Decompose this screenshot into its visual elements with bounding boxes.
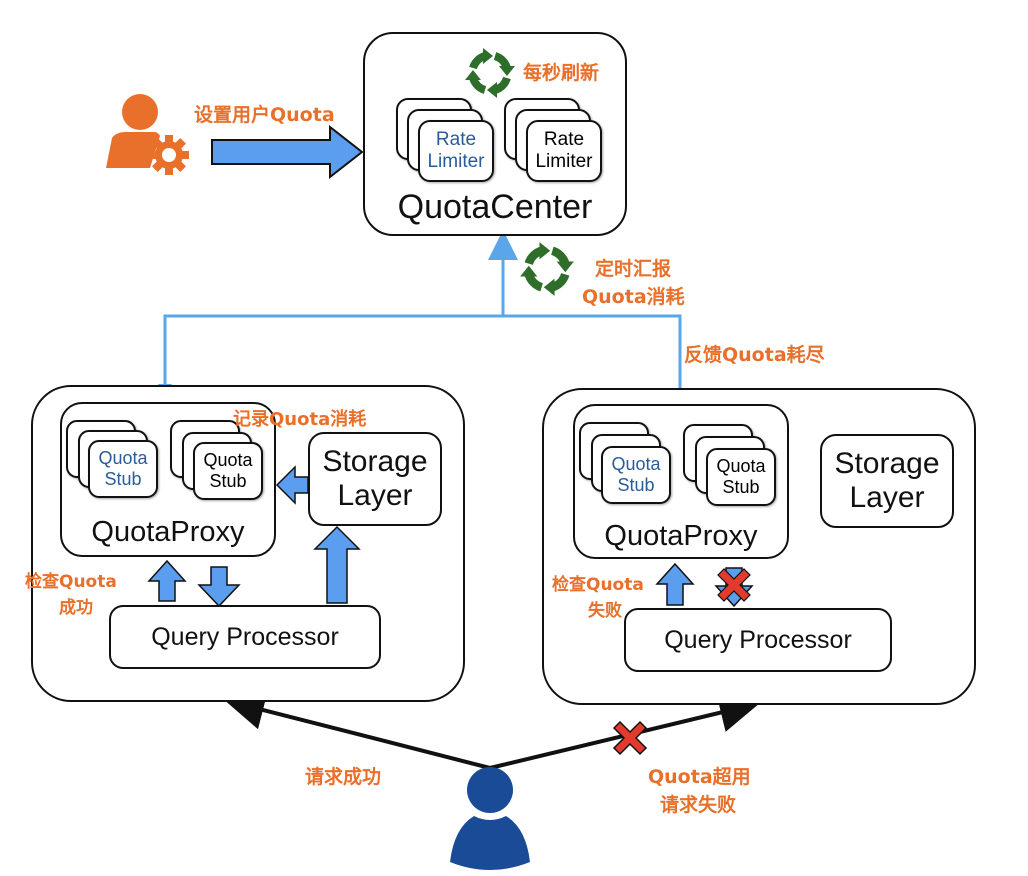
quota-stub-line2: Stub [209,471,247,491]
right-quota-proxy-box: Quota Stub Quota Stub QuotaProxy [573,404,789,559]
set-quota-label: 设置用户Quota [194,104,335,126]
quota-center-title: QuotaCenter [397,188,593,226]
refresh-icon [465,48,515,98]
set-quota-arrow [211,124,364,180]
check-quota-label-line2: 成功 [59,598,93,618]
left-quota-proxy-title: QuotaProxy [91,516,245,548]
rate-limiter-line2: Limiter [427,151,485,172]
left-query-processor-box[interactable]: Query Processor [109,605,381,669]
rate-limiter-card[interactable]: Rate Limiter [418,120,494,182]
client-user-icon [450,767,530,870]
request-fail-line [489,693,760,770]
refresh-per-second-label: 每秒刷新 [523,62,600,84]
check-up-arrow [655,562,695,606]
quota-stub-line2: Stub [722,477,760,497]
storage-up-arrow [313,525,361,604]
check-quota-label-line1: 检查Quota [25,572,117,592]
admin-user-gear-icon [106,94,189,175]
right-query-processor-box[interactable]: Query Processor [624,608,892,672]
storage-line2: Layer [337,479,413,512]
rate-limiter-line2: Limiter [535,151,593,172]
rate-limiter-line1: Rate [543,129,585,151]
record-consumption-label: 记录Quota消耗 [233,409,367,430]
check-quota-label-line2: 失败 [588,601,622,621]
report-label-line1: 定时汇报 [595,258,672,280]
quota-overuse-label: Quota超用 [648,766,751,788]
request-failed-label: 请求失败 [660,794,737,816]
quota-stub-card[interactable]: Quota Stub [601,446,671,504]
quota-stub-line1: Quota [611,454,661,475]
quota-stub-card[interactable]: Quota Stub [193,442,263,500]
query-processor-label: Query Processor [151,622,339,651]
quota-stub-line2: Stub [104,469,142,489]
right-node-arrows [655,562,754,608]
quota-stub-line2: Stub [617,475,655,495]
feedback-exhausted-label: 反馈Quota耗尽 [684,344,825,366]
right-storage-layer-box[interactable]: Storage Layer [820,434,954,528]
blocked-x-icon [717,568,751,602]
quota-stub-line1: Quota [203,450,253,471]
storage-to-proxy-arrow [275,465,309,505]
rate-limiter-line1: Rate [435,129,477,151]
storage-line1: Storage [834,446,940,480]
response-down-arrow [197,566,241,608]
quota-stub-card[interactable]: Quota Stub [706,448,776,506]
right-quota-proxy-title: QuotaProxy [604,520,758,552]
report-label-line2: Quota消耗 [582,286,685,308]
left-quota-proxy-box: Quota Stub Quota Stub QuotaProxy [60,402,276,557]
quota-center-box: 每秒刷新 Rate Limiter Rate Limiter QuotaCent… [363,32,627,236]
left-storage-layer-box[interactable]: Storage Layer [308,432,442,526]
request-fail-x-icon [612,720,648,756]
quota-stub-line1: Quota [98,448,148,469]
right-node-box: Quota Stub Quota Stub QuotaProxy Storage… [542,388,976,705]
left-node-arrows [147,465,361,608]
check-quota-label-line1: 检查Quota [552,575,644,595]
left-node-box: Quota Stub Quota Stub QuotaProxy 记录Quota… [25,385,465,702]
rate-limiter-card[interactable]: Rate Limiter [526,120,602,182]
request-success-line [224,690,491,770]
check-up-arrow [147,559,187,602]
storage-line2: Layer [849,481,925,514]
storage-line1: Storage [322,444,428,478]
query-processor-label: Query Processor [664,625,852,654]
quota-stub-line1: Quota [716,456,766,477]
distribution-line [163,314,682,392]
quota-stub-card[interactable]: Quota Stub [88,440,158,498]
request-success-label: 请求成功 [305,766,382,788]
report-refresh-icon [520,242,574,296]
